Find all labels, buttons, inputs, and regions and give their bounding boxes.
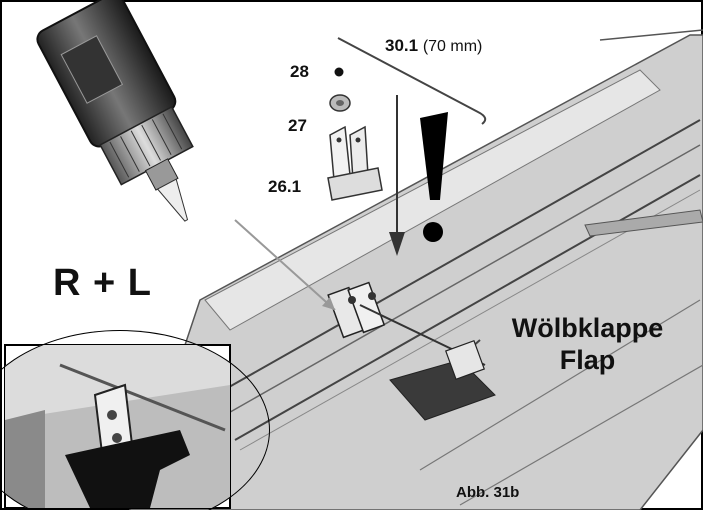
figure-label: Abb. 31b [456,484,520,501]
glue-bottle-icon [36,0,194,222]
part-label-26-1: 26.1 [268,177,302,196]
glue-arrow-icon [322,297,335,310]
control-horn-installed [327,281,486,380]
component-name-de: Wölbklappe [511,313,664,343]
warning-exclamation-icon [420,112,448,242]
component-name-en: Flap [559,345,616,375]
glue-guide-line [234,219,336,311]
component-label: Wölbklappe Flap [480,312,695,376]
part-label-30-1: 30.1 (70 mm) [385,36,482,56]
part-label-28: 28 [290,62,309,81]
part-label-27: 27 [288,116,307,135]
arrow-down-icon [389,95,405,256]
part-number: 30.1 [385,36,419,55]
side-label: R + L [53,262,152,304]
horn-icon [327,125,383,201]
ball-icon [334,67,344,77]
pushrod-icon [337,37,487,125]
part-note: (70 mm) [422,38,483,55]
nut-icon [329,94,351,112]
detail-inset-icon [0,330,270,510]
